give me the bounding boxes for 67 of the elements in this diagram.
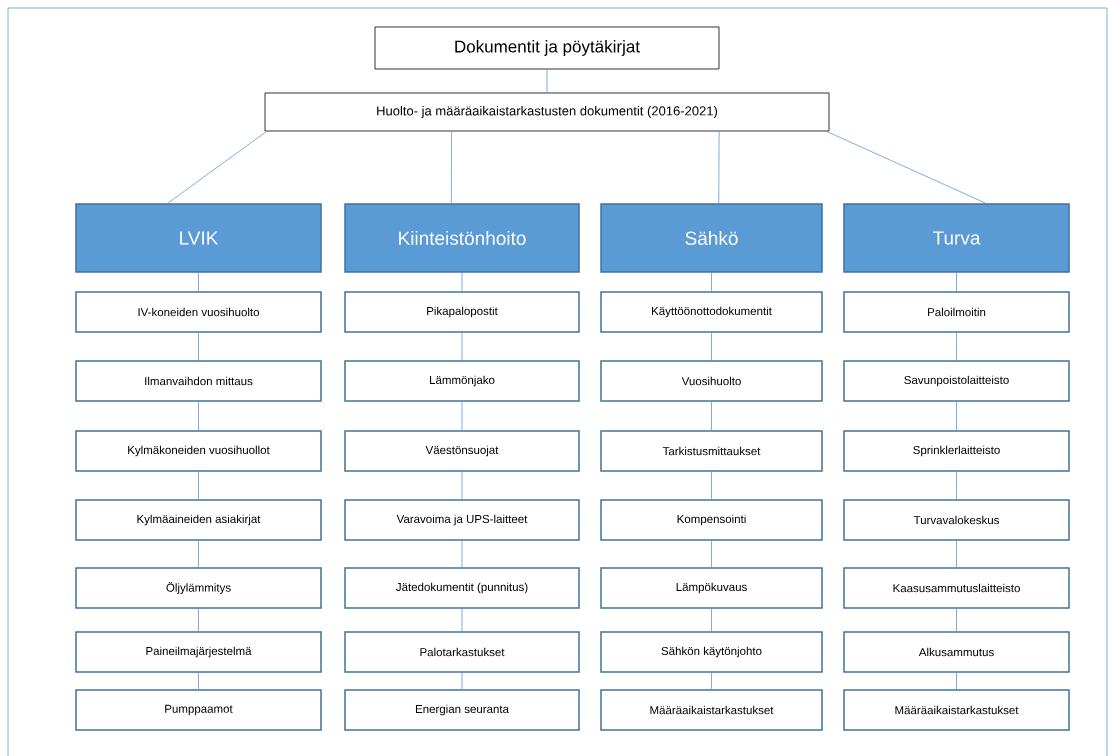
item-box: Määräaikaistarkastukset	[843, 689, 1070, 731]
connector-line	[198, 401, 199, 431]
item-box: Savunpoistolaitteisto	[843, 360, 1070, 402]
category-box: Kiinteistönhoito	[344, 203, 580, 273]
connector-line	[711, 401, 712, 431]
connector-line	[718, 131, 720, 204]
connector-line	[826, 131, 987, 204]
connector-line	[711, 540, 712, 568]
item-box: Paloilmoitin	[843, 291, 1070, 333]
connector-line	[461, 401, 463, 431]
connector-line	[198, 272, 199, 292]
item-box: Lämmönjako	[344, 360, 580, 402]
item-box: Alkusammutus	[843, 631, 1070, 673]
item-box: Öljylämmitys	[75, 567, 322, 609]
item-box: Tarkistusmittaukset	[600, 430, 823, 472]
connector-line	[956, 540, 957, 568]
connector-line	[167, 131, 267, 204]
item-box: Energian seuranta	[344, 689, 580, 731]
connector-line	[450, 131, 452, 204]
connector-line	[711, 672, 712, 690]
connector-line	[461, 471, 463, 500]
item-box: Määräaikaistarkastukset	[600, 689, 823, 731]
item-box: Sprinklerlaitteisto	[843, 430, 1070, 472]
connector-line	[711, 272, 712, 292]
connector-line	[711, 332, 712, 361]
item-box: Pikapalopostit	[344, 291, 580, 333]
connector-line	[198, 540, 199, 568]
connector-line	[198, 672, 199, 690]
connector-line	[198, 332, 199, 361]
connector-line	[198, 471, 199, 500]
connector-line	[461, 272, 463, 292]
connector-line	[956, 332, 957, 361]
item-box: Paineilmajärjestelmä	[75, 631, 322, 673]
item-box: Turvavalokeskus	[843, 499, 1070, 541]
item-box: Lämpökuvaus	[600, 567, 823, 609]
item-box: Sähkön käytönjohto	[600, 631, 823, 673]
category-box: LVIK	[75, 203, 322, 273]
item-box: Pumppaamot	[75, 689, 322, 731]
item-box: Väestönsuojat	[344, 430, 580, 472]
item-box: Kompensointi	[600, 499, 823, 541]
item-box: IV-koneiden vuosihuolto	[75, 291, 322, 333]
item-box: Käyttöönottodokumentit	[600, 291, 823, 333]
connector-line	[461, 332, 463, 361]
connector-line	[956, 608, 957, 632]
item-box: Kaasusammutuslaitteisto	[843, 567, 1070, 609]
connector-line	[956, 272, 957, 292]
process-box: Dokumentit ja pöytäkirjat	[374, 26, 720, 70]
item-box: Kylmäaineiden asiakirjat	[75, 499, 322, 541]
connector-line	[956, 471, 957, 500]
connector-line	[461, 540, 463, 568]
connector-line	[461, 608, 463, 632]
item-box: Jätedokumentit (punnitus)	[344, 567, 580, 609]
connector-line	[711, 471, 712, 500]
connector-line	[711, 608, 712, 632]
item-box: Kylmäkoneiden vuosihuollot	[75, 430, 322, 472]
connector-line	[956, 672, 957, 690]
item-box: Ilmanvaihdon mittaus	[75, 360, 322, 402]
item-box: Palotarkastukset	[344, 631, 580, 673]
item-box: Vuosihuolto	[600, 360, 823, 402]
connector-line	[461, 672, 463, 690]
category-box: Turva	[843, 203, 1070, 273]
process-box: Huolto- ja määräaikaistarkastusten dokumentit (2016-2021)	[264, 92, 830, 132]
item-box: Varavoima ja UPS-laitteet	[344, 499, 580, 541]
connector-line	[546, 69, 548, 93]
connector-line	[198, 608, 199, 632]
connector-line	[956, 401, 957, 431]
category-box: Sähkö	[600, 203, 823, 273]
